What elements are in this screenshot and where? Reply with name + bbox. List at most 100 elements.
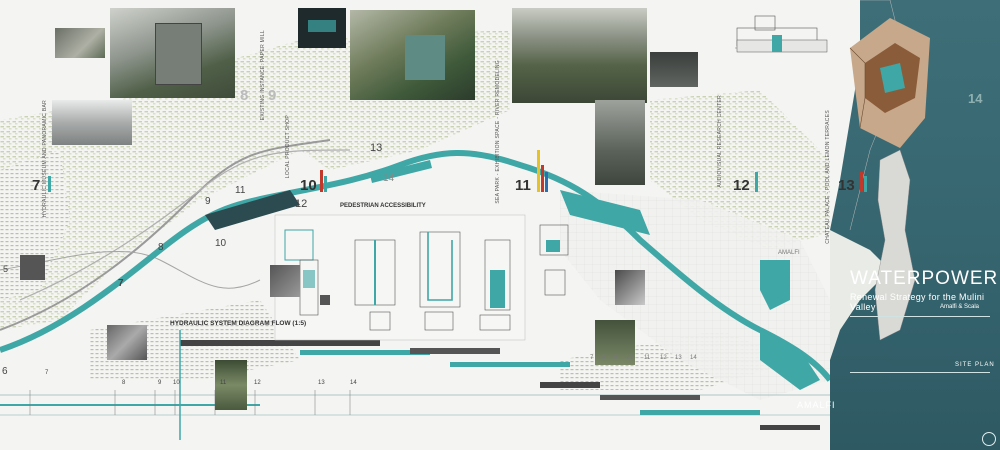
label-paper-mill: EXISTING INSTANCE: PAPER MILL — [260, 30, 266, 121]
photo-canyon-small — [595, 320, 635, 365]
section-num-7: 7 — [45, 370, 49, 376]
marker-13-bar-teal — [864, 176, 867, 192]
photo-old-mill — [55, 28, 105, 58]
section-num-10: 10 — [173, 380, 180, 386]
marker-7-bar — [48, 176, 51, 192]
elevator-diagram-5 — [539, 224, 569, 296]
marker-11-bar-red — [541, 165, 544, 192]
river-mouth — [760, 330, 820, 390]
section-right-14: 14 — [690, 355, 697, 361]
elevator-diagram-1 — [284, 229, 330, 316]
pedestrian-title: PEDESTRIAN ACCESSIBILITY — [340, 203, 426, 209]
island-plan — [874, 149, 916, 341]
photo-green-rocks — [350, 10, 475, 100]
site-plan-rule — [850, 372, 990, 373]
section-right-11: 11 — [644, 355, 651, 361]
marker-10: 10 — [300, 177, 317, 194]
profile-step-2 — [300, 350, 430, 355]
profile-step-7 — [640, 410, 760, 415]
section-right-12: 12 — [660, 355, 667, 361]
label-local-shop: LOCAL PRODUCT SHOP — [285, 115, 291, 179]
road-3 — [0, 250, 261, 289]
map-num-8: 8 — [158, 242, 164, 253]
accessibility-panel-bg — [274, 214, 526, 341]
map-num-7: 7 — [118, 278, 124, 289]
section-num-8: 8 — [122, 380, 126, 386]
marker-8: 8 — [240, 87, 249, 104]
profile-step-6 — [600, 395, 700, 400]
section-right-9: 9 — [614, 355, 618, 361]
university-seal — [982, 432, 996, 446]
marker-10-bar-teal — [324, 176, 327, 192]
river-channel — [0, 150, 833, 382]
harbor-building — [760, 260, 790, 310]
terrain-model — [849, 18, 930, 148]
profile-step-5 — [540, 382, 600, 388]
poster-title: WATERPOWER — [850, 268, 999, 289]
marker-11: 11 — [515, 177, 531, 194]
section-right-13: 13 — [675, 355, 682, 361]
section-num-11: 11 — [220, 380, 227, 386]
map-num-10: 10 — [215, 238, 227, 249]
elevator-diagram-4 — [479, 239, 511, 331]
photo-night-section — [298, 8, 346, 48]
poster-subtitle: Renewal Strategy for the Mulini Valley — [850, 292, 985, 312]
label-sea-park: SEA PARK - EXHIBITION SPACE - RIVER REMO… — [495, 60, 501, 204]
map-num-12: 12 — [295, 198, 308, 210]
photo-waterfall — [215, 360, 247, 410]
site-plan-label: SITE PLAN — [955, 362, 995, 368]
section-drawing — [736, 35, 828, 53]
photo-valley-canyon — [512, 8, 647, 103]
section-num-9: 9 — [158, 380, 162, 386]
map-num-14: 14 — [383, 173, 395, 184]
marker-13-bar-red — [860, 172, 863, 192]
marker-12: 12 — [733, 177, 750, 194]
photo-stone-pile — [20, 255, 45, 280]
photo-interior-render — [52, 100, 132, 145]
marker-10-bar-red — [320, 170, 323, 192]
map-num-6: 6 — [2, 366, 8, 377]
marker-7: 7 — [32, 177, 41, 194]
map-num-13: 13 — [370, 142, 383, 154]
label-audiovisual: AUDIOVISUAL RESEARCH CENTER — [717, 95, 723, 188]
road-1 — [0, 139, 331, 331]
label-chateau: CHATEAU PALACE - POOL AND LEMON TERRACES — [825, 110, 831, 244]
profile-step-3 — [410, 348, 500, 354]
marker-9: 9 — [268, 87, 277, 104]
photo-courtyard — [595, 100, 645, 185]
map-label-amalfi-small: AMALFI — [778, 250, 800, 256]
map-num-5: 5 — [3, 264, 9, 274]
elevator-diagram-3 — [419, 231, 461, 331]
road-2 — [19, 149, 351, 301]
river-building-dark — [205, 190, 300, 230]
profile-step-8 — [760, 425, 820, 430]
river-widening-2 — [560, 190, 650, 235]
map-num-9: 9 — [205, 196, 211, 207]
marker-13: 13 — [838, 177, 855, 194]
photo-bw-mill — [107, 325, 147, 360]
photo-building-render — [110, 8, 235, 98]
section-num-12: 12 — [254, 380, 261, 386]
hydraulic-title: HYDRAULIC SYSTEM DIAGRAM FLOW (1:5) — [170, 320, 307, 327]
profile-step-4 — [450, 362, 570, 367]
marker-11-bar-blue — [545, 172, 548, 192]
river-widening — [370, 160, 432, 183]
elevator-diagram-2 — [354, 239, 396, 331]
terrace-area-edge — [0, 150, 70, 300]
poster-location: Amalfi & Scala — [940, 304, 980, 310]
profile-step-1 — [180, 340, 380, 346]
map-num-11: 11 — [235, 185, 246, 196]
marker-12-bar — [755, 172, 758, 192]
section-num-13: 13 — [318, 380, 325, 386]
marker-11-bar-yellow — [537, 150, 540, 192]
label-hydraulic-museum: HYDRAULIC MUSEUM AND PANORAMIC BAR — [42, 100, 48, 218]
town-label-amalfi: AMALFI — [797, 400, 836, 410]
section-right-10: 10 — [626, 355, 633, 361]
section-num-14: 14 — [350, 380, 357, 386]
title-rule — [850, 316, 990, 317]
photo-people — [270, 265, 300, 297]
photo-climber — [615, 270, 645, 305]
right-number-14: 14 — [968, 91, 983, 106]
section-right-8: 8 — [602, 355, 606, 361]
